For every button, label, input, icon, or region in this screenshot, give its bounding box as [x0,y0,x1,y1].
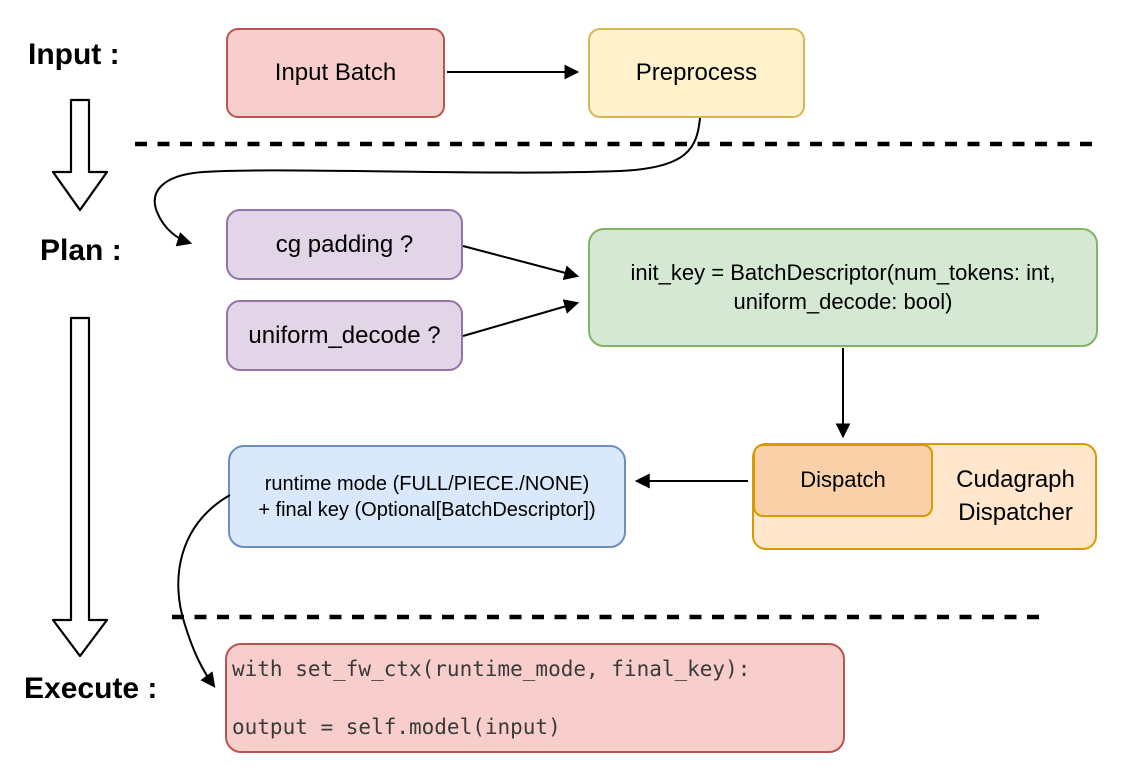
cg-padding-node: cg padding ? [226,209,463,280]
input-phase-label: Input : [28,38,120,71]
block-arrow-input-to-plan [51,98,109,212]
cudagraph-dispatcher-line2: Dispatcher [958,498,1073,526]
plan-phase-label: Plan : [40,234,122,267]
runtime-mode-line2: + final key (Optional[BatchDescriptor]) [258,498,596,521]
uniform-decode-label: uniform_decode ? [248,321,441,349]
execute-code-text: with set_fw_ctx(runtime_mode, final_key)… [227,655,750,742]
init-key-line2: uniform_decode: bool) [733,288,953,314]
cudagraph-dispatcher-line1: Cudagraph [956,466,1075,494]
execute-code-line2: output = self.model(input) [232,714,561,739]
init-key-line1: init_key = BatchDescriptor(num_tokens: i… [630,259,1056,285]
execute-phase-label: Execute : [24,672,158,705]
preprocess-node: Preprocess [588,28,805,118]
cg-padding-label: cg padding ? [275,230,414,258]
runtime-mode-node: runtime mode (FULL/PIECE./NONE) + final … [228,445,626,548]
arrow-runtime-mode-to-execute-code [177,494,231,688]
dispatch-label: Dispatch [800,467,886,493]
input-batch-node: Input Batch [226,28,445,118]
cudagraph-dispatcher-label: Cudagraph Dispatcher [934,443,1097,550]
uniform-decode-node: uniform_decode ? [226,300,463,371]
runtime-mode-line1: runtime mode (FULL/PIECE./NONE) [264,472,590,495]
init-key-node: init_key = BatchDescriptor(num_tokens: i… [588,228,1098,347]
dispatch-node: Dispatch [753,444,933,517]
execute-code-node: with set_fw_ctx(runtime_mode, final_key)… [225,643,845,753]
arrow-uniform-decode-to-init-key [462,299,580,337]
block-arrow-plan-to-execute [51,316,109,658]
execute-code-line1: with set_fw_ctx(runtime_mode, final_key)… [232,656,751,681]
arrow-cg-padding-to-init-key [462,245,580,281]
preprocess-label: Preprocess [635,59,758,87]
input-batch-label: Input Batch [274,59,397,87]
